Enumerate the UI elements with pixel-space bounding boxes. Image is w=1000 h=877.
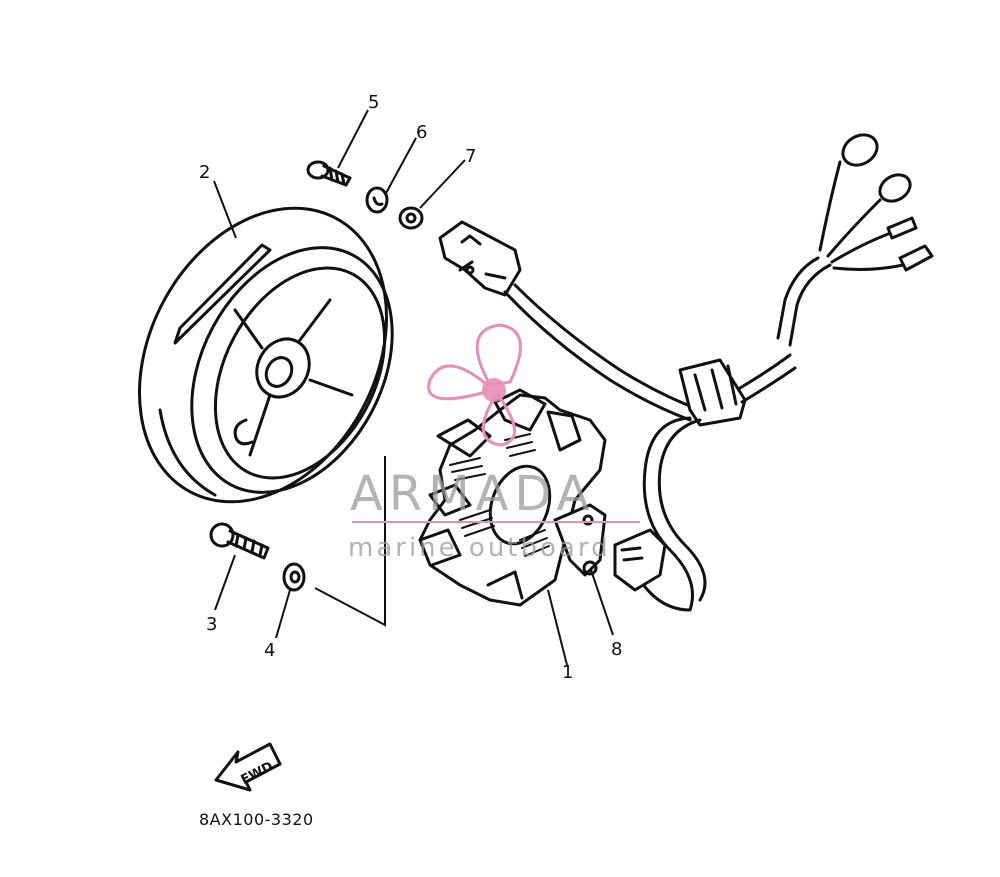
callout-6: 6 [416, 122, 427, 143]
callout-8: 8 [611, 639, 622, 660]
callout-7: 7 [465, 146, 476, 167]
stator-assembly [418, 388, 607, 607]
connector-round-2 [826, 173, 912, 258]
connector-pin [830, 216, 918, 264]
flywheel-rotor [138, 206, 394, 504]
drawing-code: 8AX100-3320 [199, 810, 314, 829]
washer-part-4 [282, 562, 306, 592]
connector-sleeve [832, 244, 934, 272]
callout-1: 1 [562, 662, 573, 683]
connector-round-1 [818, 133, 879, 252]
leader-lines [213, 109, 614, 666]
bolt-part-3 [209, 522, 270, 560]
callout-5: 5 [368, 92, 379, 113]
callout-4: 4 [264, 640, 275, 661]
propeller-logo-icon [427, 323, 522, 447]
wire-harness [503, 133, 934, 612]
pulser-coil [438, 220, 522, 297]
callouts: 1 2 3 4 5 6 7 8 [199, 92, 622, 683]
watermark-tagline: marine outboard [348, 533, 611, 563]
watermark-brand: ARMADA [350, 466, 595, 522]
washer-part-7 [398, 206, 424, 230]
callout-2: 2 [199, 162, 210, 183]
watermark: ARMADA marine outboard [348, 323, 640, 563]
lock-washer-part-6 [365, 186, 389, 214]
screw-part-5 [306, 160, 352, 187]
callout-3: 3 [206, 614, 217, 635]
fwd-arrow-icon: FWD [214, 742, 282, 792]
